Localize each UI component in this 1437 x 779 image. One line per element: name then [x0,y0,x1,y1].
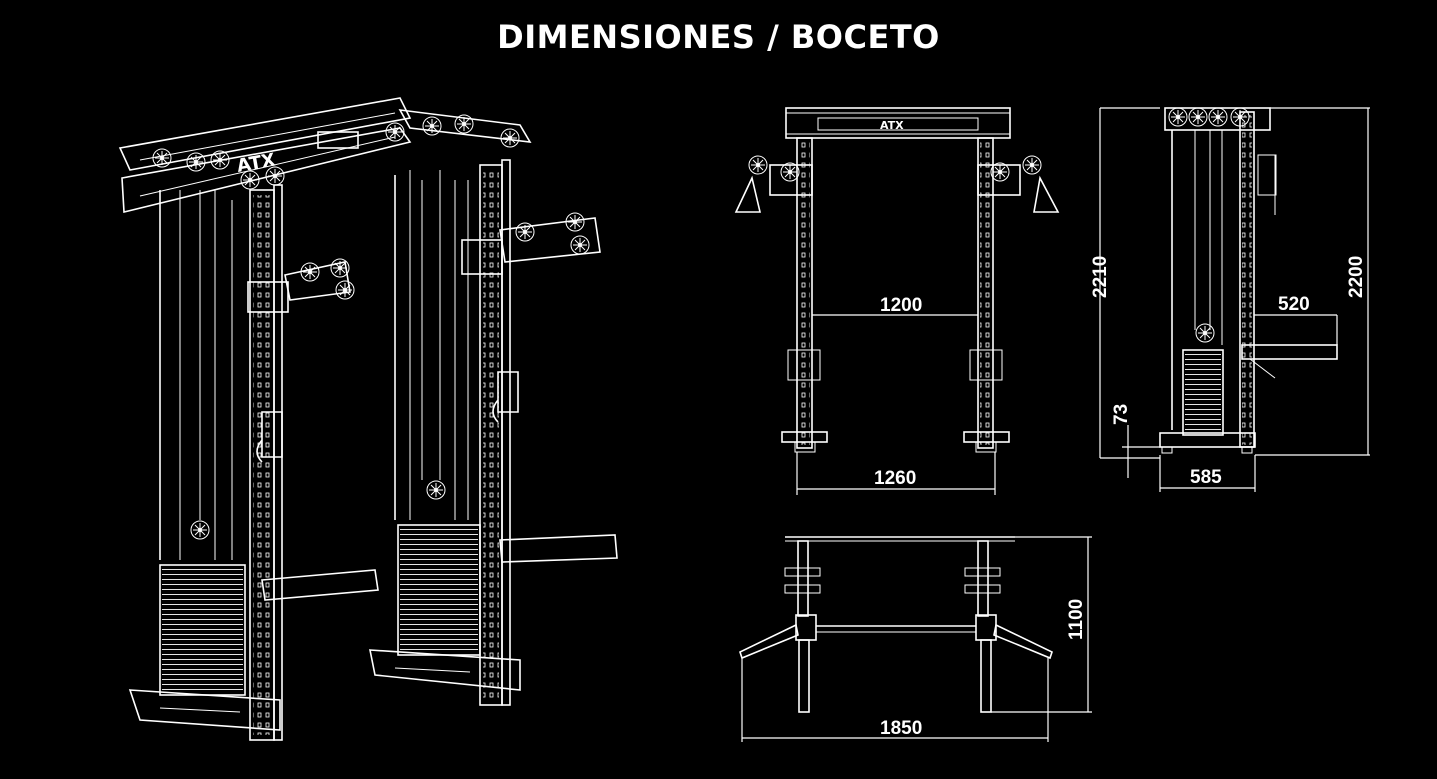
j-hook-icon [256,371,519,463]
dim-1850: 1850 [880,718,922,739]
dim-1260: 1260 [874,468,916,489]
top-view: 1100 1850 [739,536,1092,742]
handle-icon [734,175,1060,213]
dim-2200: 2200 [1346,256,1367,298]
weight-stack-icon [159,524,481,696]
dim-1200: 1200 [880,295,922,316]
dim-1100: 1100 [1066,599,1087,640]
side-view: 2210 2200 520 73 585 [1090,107,1370,492]
page-title: DIMENSIONES / BOCETO [497,18,940,56]
isometric-view: ATX [118,97,618,741]
dim-73: 73 [1111,404,1132,425]
dim-2210: 2210 [1090,256,1111,298]
pulley-icon [152,114,520,190]
front-view: ATX 1200 1260 [734,107,1060,495]
dim-585: 585 [1190,467,1222,488]
brand-logo-front: ATX [880,119,904,132]
dim-520: 520 [1278,294,1310,315]
